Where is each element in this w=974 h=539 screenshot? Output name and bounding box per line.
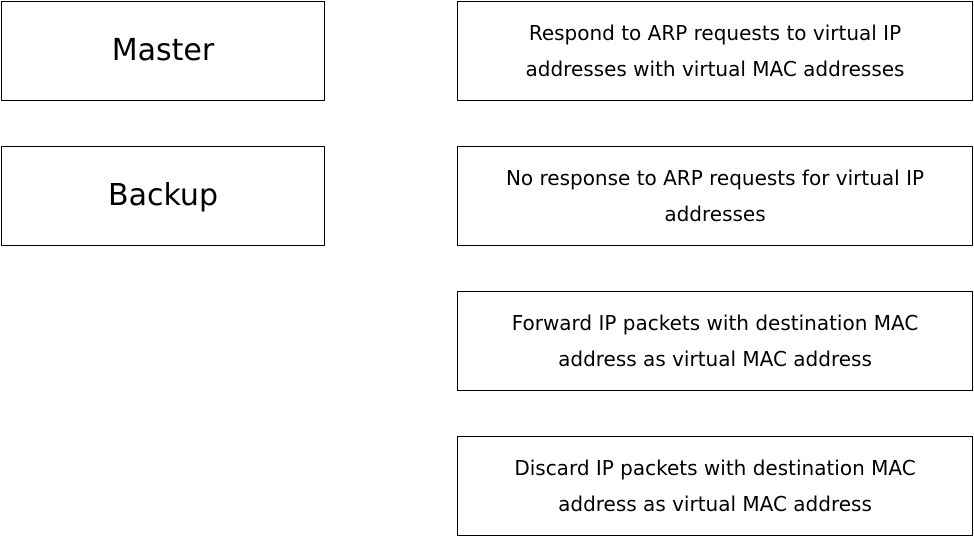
action-label-no-response-arp: No response to ARP requests for virtual … [505,166,925,226]
action-box-no-response-arp: No response to ARP requests for virtual … [457,146,973,246]
role-box-master: Master [1,1,325,101]
action-label-forward-ip: Forward IP packets with destination MAC … [511,311,919,371]
role-label-master: Master [111,33,215,68]
action-box-forward-ip: Forward IP packets with destination MAC … [457,291,973,391]
action-box-discard-ip: Discard IP packets with destination MAC … [457,436,973,536]
action-box-respond-arp: Respond to ARP requests to virtual IP ad… [457,1,973,101]
action-label-respond-arp: Respond to ARP requests to virtual IP ad… [525,21,905,81]
role-box-backup: Backup [1,146,325,246]
role-label-backup: Backup [108,178,218,213]
action-label-discard-ip: Discard IP packets with destination MAC … [514,456,916,516]
